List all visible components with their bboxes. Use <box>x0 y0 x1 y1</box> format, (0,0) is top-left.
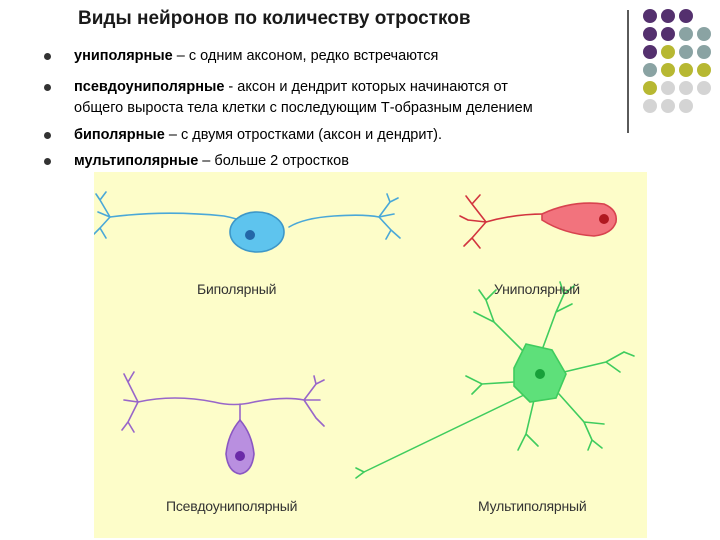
decor-dot <box>679 63 693 77</box>
decor-dot <box>661 9 675 23</box>
bullet-list: униполярные – с одним аксоном, редко вст… <box>0 0 720 180</box>
bullet-desc-line2: общего выроста тела клетки с последующим… <box>74 100 533 116</box>
bullet-text: псевдоуниполярные - аксон и дендрит кото… <box>74 78 508 97</box>
bullet-term: мультиполярные <box>74 153 199 169</box>
bullet-marker <box>44 84 51 91</box>
decor-dot <box>643 9 657 23</box>
bullet-text: мультиполярные – больше 2 отростков <box>74 152 349 171</box>
decor-dot <box>679 9 693 23</box>
decor-dot <box>643 99 657 113</box>
decor-dot <box>679 27 693 41</box>
label-multipolar: Мультиполярный <box>478 498 587 514</box>
slide-title: Виды нейронов по количеству отростков <box>78 8 471 29</box>
decor-dot <box>661 63 675 77</box>
decor-dot <box>679 81 693 95</box>
bipolar-neuron <box>94 191 401 253</box>
bullet-desc: – больше 2 отростков <box>198 153 349 169</box>
bullet-marker <box>44 158 51 165</box>
bullet-text: униполярные – с одним аксоном, редко вст… <box>74 47 438 66</box>
decor-dot <box>661 45 675 59</box>
decor-dot <box>643 81 657 95</box>
neuron-illustration: Биполярный Униполярный Псевдоуниполярный… <box>94 172 647 538</box>
decor-dot <box>643 27 657 41</box>
decor-dot <box>697 27 711 41</box>
decor-dot <box>661 99 675 113</box>
label-unipolar: Униполярный <box>494 281 580 297</box>
bullet-desc: – с двумя отростками (аксон и дендрит). <box>164 127 442 143</box>
decor-dot <box>661 27 675 41</box>
bullet-marker <box>44 53 51 60</box>
divider-line <box>627 10 629 133</box>
decor-dot <box>643 45 657 59</box>
decor-dot <box>661 81 675 95</box>
bullet-text: биполярные – с двумя отростками (аксон и… <box>74 126 442 145</box>
bullet-term: униполярные <box>74 48 173 64</box>
label-pseudounipolar: Псевдоуниполярный <box>166 498 298 514</box>
bullet-term: псевдоуниполярные <box>74 79 225 95</box>
multipolar-neuron <box>355 281 635 479</box>
neuron-drawing <box>94 191 635 479</box>
decor-dot <box>679 99 693 113</box>
label-bipolar: Биполярный <box>197 281 277 297</box>
decor-dot <box>679 45 693 59</box>
decor-dot <box>697 45 711 59</box>
bullet-desc: – с одним аксоном, редко встречаются <box>172 48 439 64</box>
decorative-dot-grid <box>640 6 720 126</box>
unipolar-neuron <box>459 194 618 249</box>
bullet-marker <box>44 132 51 139</box>
decor-dot <box>697 63 711 77</box>
pseudounipolar-neuron <box>121 371 325 475</box>
bullet-term: биполярные <box>74 127 165 143</box>
decor-dot <box>643 63 657 77</box>
bullet-desc: - аксон и дендрит которых начинаются от <box>224 79 508 95</box>
decor-dot <box>697 81 711 95</box>
